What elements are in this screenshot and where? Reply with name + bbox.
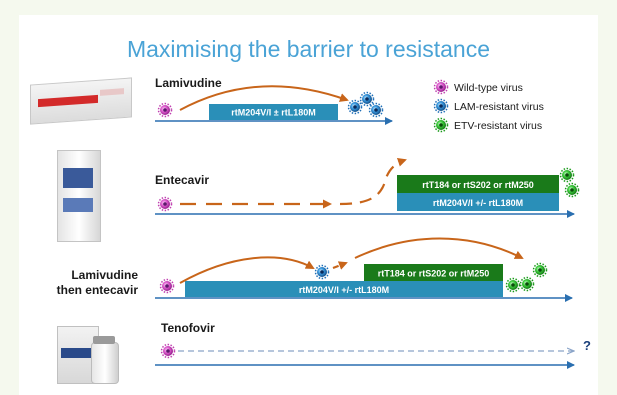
entecavir-mutation-box-base — [397, 193, 559, 211]
etv-resistant-virus-icon — [505, 277, 521, 293]
lam-then-etv-mutation-base-text: rtM204V/I +/- rtL180M — [299, 285, 389, 295]
row-label-lamivudine: Lamivudine — [155, 76, 222, 90]
row-label-lam-then-etv-line2: then entecavir — [56, 283, 138, 297]
lamivudine-mutation-text: rtM204V/I ± rtL180M — [231, 108, 315, 118]
entecavir-mutation-box-top — [397, 175, 559, 193]
row-label-lam-then-etv-line1: Lamivudine — [71, 268, 138, 282]
lam-then-etv-mutation-box-top — [364, 264, 503, 281]
lam-then-etv-short-dashed-arrow — [332, 261, 348, 270]
etv-resistant-virus-icon — [532, 262, 548, 278]
etv-resistant-virus-icon — [564, 182, 580, 198]
lam-resistant-virus-icon — [359, 91, 375, 107]
lam-resistant-virus-icon — [368, 102, 384, 118]
lamivudine-resistance-arrow — [179, 85, 349, 111]
etv-resistant-virus-icon — [519, 276, 535, 292]
entecavir-mutation-base-text: rtM204V/I +/- rtL180M — [433, 198, 523, 208]
legend-label-etv-resistant: ETV-resistant virus — [454, 120, 543, 132]
lam-then-etv-second-arrow — [354, 237, 524, 259]
wild-type-virus-icon — [157, 102, 173, 118]
legend-label-wild-type: Wild-type virus — [454, 82, 523, 94]
legend-label-lam-resistant: LAM-resistant virus — [454, 101, 544, 113]
tenofovir-package-image — [55, 320, 125, 392]
wild-type-virus-icon — [159, 278, 175, 294]
lam-then-etv-mutation-box-base — [185, 281, 503, 297]
row-label-entecavir: Entecavir — [155, 173, 210, 187]
wild-type-virus-icon — [433, 79, 449, 95]
slide-title: Maximising the barrier to resistance — [126, 36, 491, 62]
wild-type-virus-icon — [157, 196, 173, 212]
tenofovir-unknown-question-mark: ? — [583, 338, 591, 353]
lam-resistant-virus-icon — [347, 99, 363, 115]
lamivudine-mutation-box — [209, 104, 338, 120]
lam-resistant-virus-icon — [314, 264, 330, 280]
lam-then-etv-mutation-top-text: rtT184 or rtS202 or rtM250 — [378, 269, 490, 279]
entecavir-dashed-escape-arrow — [339, 157, 407, 206]
wild-type-virus-icon — [160, 343, 176, 359]
entecavir-package-image — [53, 150, 108, 242]
lam-then-etv-first-arrow — [179, 256, 315, 284]
row-label-tenofovir: Tenofovir — [161, 321, 215, 335]
etv-resistant-virus-icon — [559, 167, 575, 183]
etv-resistant-virus-icon — [433, 117, 449, 133]
entecavir-mutation-top-text: rtT184 or rtS202 or rtM250 — [422, 180, 534, 190]
lam-resistant-virus-icon — [433, 98, 449, 114]
